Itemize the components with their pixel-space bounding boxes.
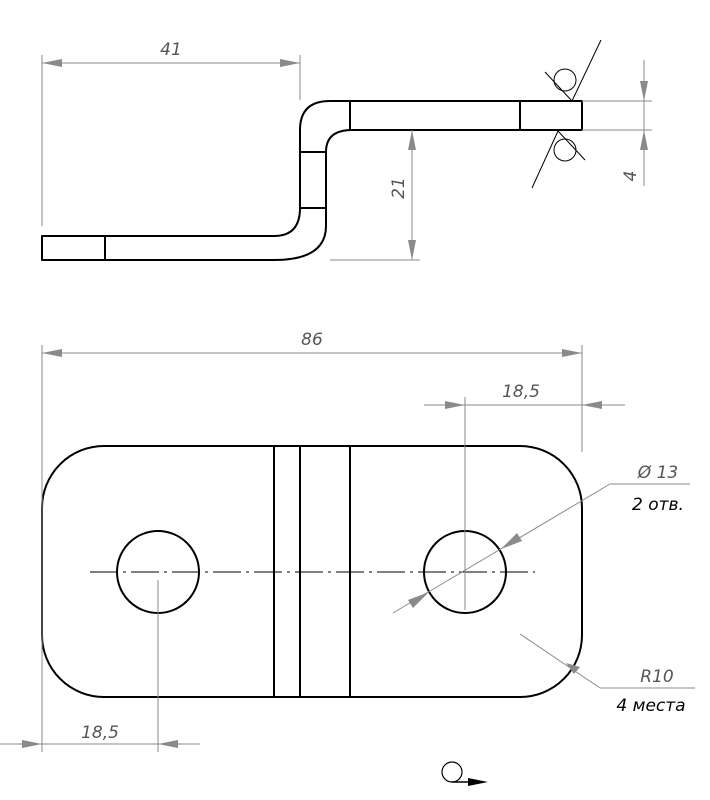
side-view: 41 21 4	[41, 39, 652, 261]
dim-overall-86: 86	[41, 330, 583, 752]
dim-hole-right-label: 18,5	[502, 382, 540, 402]
dim-hole-right: 18,5	[424, 382, 625, 610]
corner-radius-callout: R10 4 места	[519, 633, 695, 716]
dim-thickness-4: 4	[582, 60, 652, 186]
side-view-profile	[41, 100, 583, 261]
dim-length-41: 41	[41, 40, 301, 226]
hole-count-label: 2 отв.	[632, 495, 684, 515]
dim-length-label: 41	[160, 40, 182, 60]
hole-diameter-label: Ø 13	[637, 463, 678, 483]
corner-count-label: 4 места	[616, 696, 685, 716]
dim-offset-label: 21	[389, 177, 409, 199]
hole-diameter-callout: Ø 13 2 отв.	[392, 463, 690, 614]
dim-hole-left: 18,5	[0, 580, 200, 752]
dim-overall-label: 86	[301, 330, 323, 350]
dim-offset-21: 21	[330, 130, 420, 261]
corner-radius-label: R10	[640, 667, 673, 687]
dim-thickness-label: 4	[621, 171, 641, 182]
rolling-direction-icon	[441, 761, 488, 786]
bend-symbol	[531, 39, 602, 189]
dim-hole-left-label: 18,5	[81, 723, 119, 743]
plan-view: 86 18,5 18,5 Ø 13 2 отв.	[0, 330, 695, 786]
